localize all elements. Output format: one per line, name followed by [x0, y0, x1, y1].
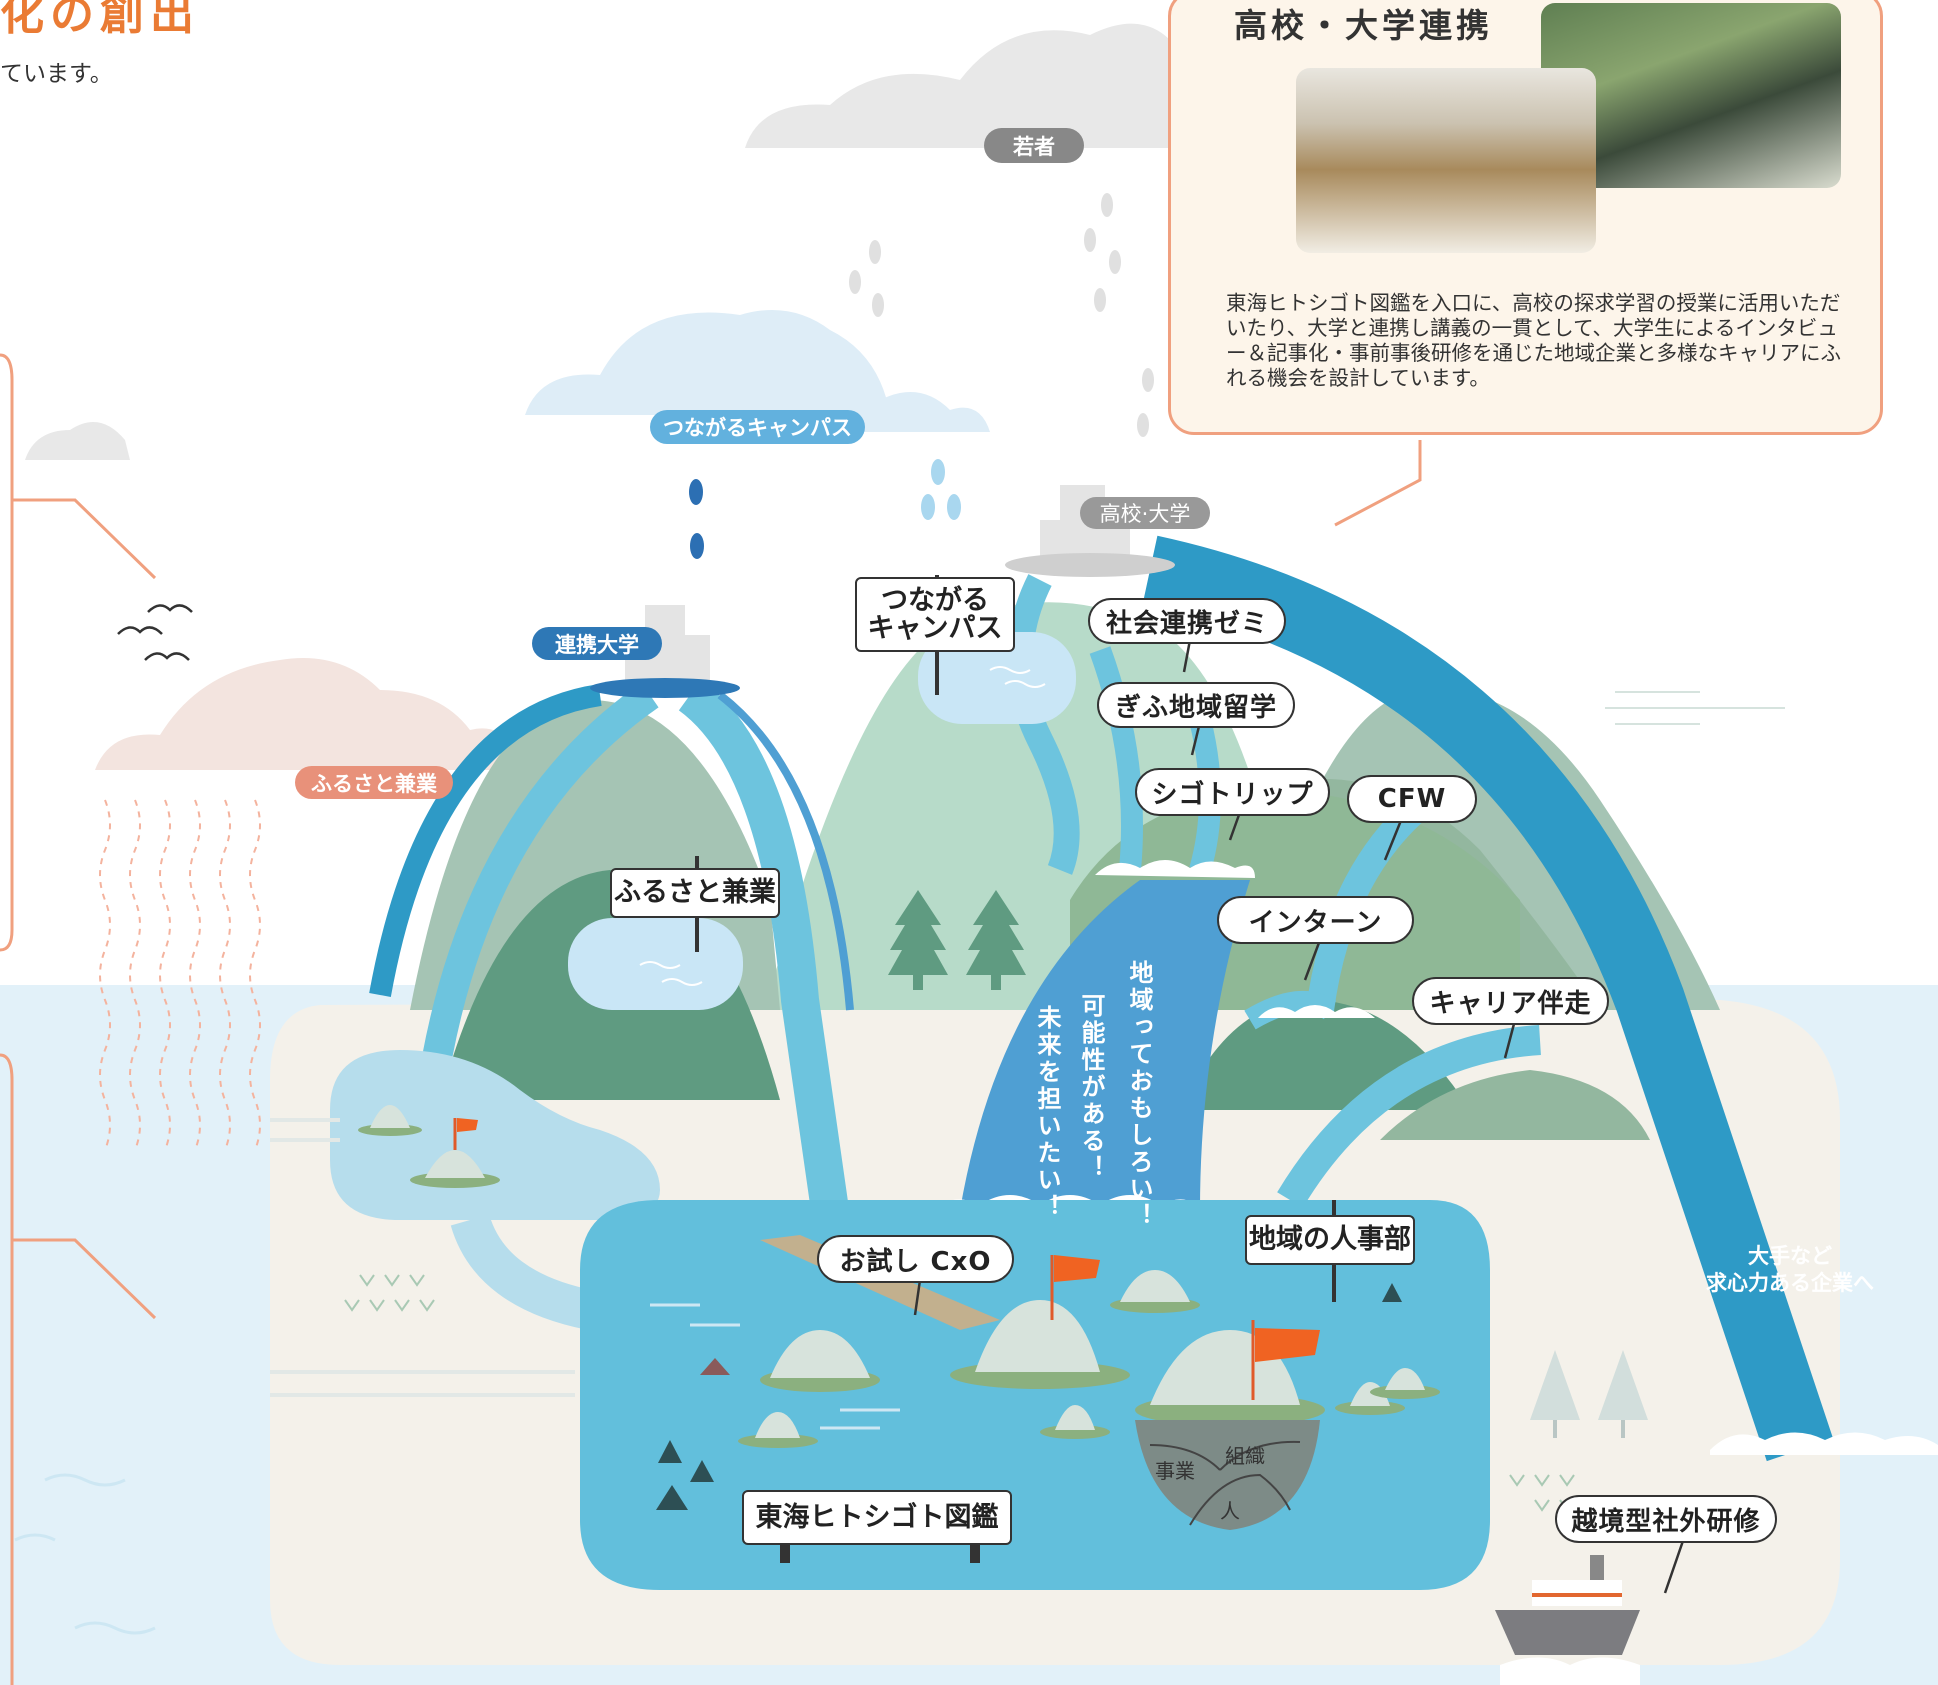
pond-tsunagaru: [918, 632, 1076, 724]
callout-panel: 高校・大学連携 東海ヒトシゴト図鑑を入口に、高校の探求学習の授業に活用いただいた…: [1168, 0, 1883, 435]
pond-furusato: [568, 918, 743, 1010]
sign-tsunagaru-line1: つながる: [881, 584, 989, 616]
intern-foam: [1258, 1005, 1375, 1018]
label-otameshi-cxo: お試し CxO: [817, 1235, 1014, 1283]
waterfall-text-1: 地域っておもしろい！: [1125, 960, 1153, 1230]
label-gifu-chiiki-ryugaku: ぎふ地域留学: [1097, 682, 1295, 728]
label-cfw: CFW: [1347, 775, 1477, 823]
big-companies-line2: 求心力ある企業へ: [1706, 1271, 1874, 1295]
callout-title: 高校・大学連携: [1234, 6, 1493, 45]
sign-furusato-kengyo: ふるさと兼業: [610, 868, 780, 918]
island-divider: [1149, 1440, 1301, 1526]
left-frames: [0, 353, 1422, 1685]
pill-renkei-daigaku: 連携大学: [532, 627, 662, 660]
label-shakai-renkei-zemi: 社会連携ゼミ: [1088, 598, 1286, 644]
islands: [358, 1105, 1440, 1530]
channel: [450, 1213, 595, 1330]
pill-tsunagaru-campus: つながるキャンパス: [650, 410, 865, 444]
page-title-fragment: 化の創出: [0, 0, 200, 40]
label-shigotrip: シゴトリップ: [1135, 768, 1330, 816]
birds: [117, 604, 193, 661]
land-lines: [270, 1118, 575, 1397]
intro-text-fragment: ています。: [0, 61, 113, 87]
ship: [1495, 1555, 1640, 1685]
waterfall-text-3: 未来を担いたい！: [1033, 1005, 1061, 1221]
cfw-foam: [1095, 860, 1255, 878]
trees: [656, 890, 1648, 1510]
meeting-photo: [1296, 68, 1596, 253]
label-ekkyo-kenshu: 越境型社外研修: [1555, 1495, 1777, 1543]
pill-wakamono: 若者: [984, 128, 1084, 163]
big-companies-text: 大手など 求心力ある企業へ: [1690, 1243, 1890, 1297]
blue-drops: [689, 459, 961, 559]
pill-koukou-daigaku: 高校·大学: [1080, 497, 1210, 529]
rain-drops: [849, 193, 1154, 437]
pill-furusato-kengyo: ふるさと兼業: [295, 766, 453, 799]
island-word-organization: 組織: [1225, 1444, 1265, 1468]
pond-waves: [639, 666, 1046, 986]
wavy-lines: [99, 799, 261, 1151]
right-foam: [1710, 1432, 1938, 1455]
big-companies-line1: 大手など: [1748, 1244, 1832, 1268]
main-waterfall: [960, 880, 1250, 1210]
sign-tokai-hitoshigoto-zukan: 東海ヒトシゴト図鑑: [742, 1490, 1012, 1545]
sea-lines: [14, 1303, 900, 1635]
callout-body: 東海ヒトシゴト図鑑を入口に、高校の探求学習の授業に活用いただいたり、大学と連携し…: [1226, 291, 1841, 390]
label-career-bansou: キャリア伴走: [1412, 977, 1609, 1025]
island-word-people: 人: [1220, 1499, 1240, 1523]
label-intern: インターン: [1217, 896, 1414, 944]
sign-tsunagaru-line2: キャンパス: [867, 612, 1003, 644]
sign-chiiki-jinjibu: 地域の人事部: [1245, 1215, 1415, 1265]
island-word-business: 事業: [1155, 1459, 1195, 1483]
sky-lines: [1605, 691, 1785, 725]
flags: [453, 1118, 1320, 1400]
summit-buildings: [590, 485, 1175, 698]
waterfall-text-2: 可能性がある！: [1077, 993, 1105, 1182]
sign-tsunagaru-campus: つながる キャンパス: [855, 577, 1015, 652]
